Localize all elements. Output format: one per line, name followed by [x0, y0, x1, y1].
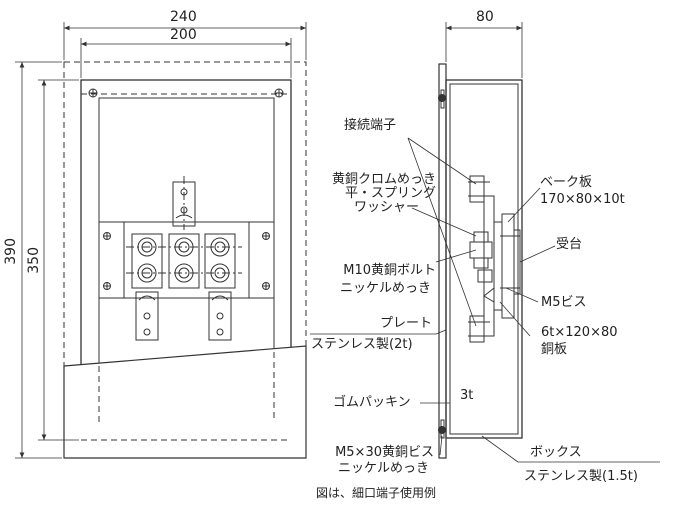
label-screw-2: ニッケルめっき	[337, 461, 429, 476]
label-terminal: 接続端子	[344, 118, 397, 133]
bolt-block-right	[204, 233, 236, 289]
label-gasket: ゴムパッキン	[333, 395, 411, 410]
label-screw-1: M5×30黄銅ビス	[335, 445, 434, 460]
cover-plate	[63, 345, 307, 459]
bottom-terminal-lug-right	[208, 291, 232, 341]
dim-height-outer: 390	[3, 238, 19, 265]
front-dimensions	[15, 22, 307, 459]
front-view	[63, 61, 307, 459]
label-bakelite-1: ベーク板	[540, 175, 593, 190]
bottom-terminal-lug-left	[135, 291, 159, 341]
bolt-block-left	[131, 233, 163, 289]
side-dimensions	[445, 22, 523, 78]
dim-height-inner: 350	[26, 247, 42, 274]
dim-width-inner: 200	[170, 27, 197, 43]
dim-width-outer: 240	[170, 9, 197, 25]
label-copper-1: 6t×120×80	[541, 325, 618, 340]
label-bakelite-2: 170×80×10t	[540, 192, 625, 207]
label-gasket-thickness: 3t	[460, 388, 474, 403]
label-m5-screw: M5ビス	[541, 295, 587, 310]
label-receiver: 受台	[556, 237, 583, 252]
base-screws	[103, 232, 270, 290]
leader-lines	[310, 137, 660, 463]
bolt-block-center	[168, 233, 200, 289]
terminal-base	[98, 221, 275, 299]
label-bolt-2: ニッケルめっき	[339, 281, 431, 296]
label-washer-2: 平・スプリング	[344, 186, 436, 201]
side-view	[438, 63, 523, 459]
label-washer-1: 黄銅クロムめっき	[331, 172, 436, 187]
label-copper-2: 銅板	[541, 342, 568, 357]
label-box-1: ボックス	[530, 445, 582, 460]
label-plate-1: プレート	[379, 316, 432, 331]
side-terminal-assembly	[468, 175, 521, 343]
label-plate-2: ステンレス製(2t)	[311, 337, 413, 352]
label-box-2: ステンレス製(1.5t)	[524, 469, 638, 484]
label-washer-3: ワッシャー	[353, 200, 419, 215]
caption: 図は、細口端子使用例	[316, 486, 437, 500]
dim-depth: 80	[476, 9, 494, 25]
label-bolt-1: M10黄銅ボルト	[343, 263, 436, 278]
outer-flange-outline	[63, 61, 307, 459]
